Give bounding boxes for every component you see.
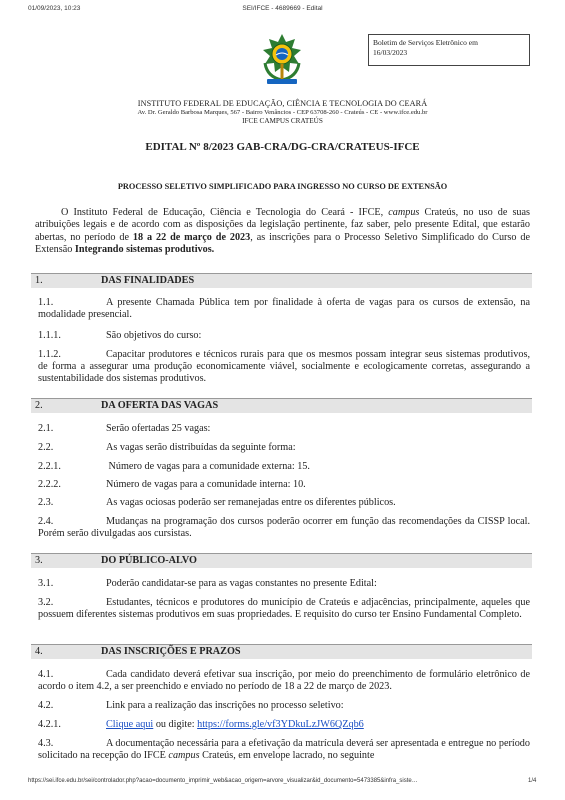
paragraph-4-1: 4.1.Cada candidato deverá efetivar sua i… <box>38 669 530 693</box>
print-url: https://sei.ifce.edu.br/sei/controlador.… <box>28 778 418 784</box>
paragraph-1-1-1: 1.1.1. São objetivos do curso: <box>38 330 530 342</box>
paragraph-2-4: 2.4.Mudanças na programação dos cursos p… <box>38 516 530 540</box>
paragraph-number: 4.2.1. <box>38 719 61 730</box>
paragraph-text: Serão ofertadas 25 vagas: <box>106 423 211 434</box>
paragraph-text: Capacitar produtores e técnicos rurais p… <box>38 349 530 384</box>
paragraph-4-2: 4.2. Link para a realização das inscriçõe… <box>38 700 530 712</box>
form-url-link[interactable]: https://forms.gle/vf3YDkuLzJW6QZqb6 <box>197 719 364 730</box>
paragraph-2-1: 2.1. Serão ofertadas 25 vagas: <box>38 423 530 435</box>
paragraph-number: 1.1.2. <box>38 349 61 360</box>
document-subtitle: PROCESSO SELETIVO SIMPLIFICADO PARA INGR… <box>117 182 448 191</box>
bulletin-line-1: Boletim de Serviços Eletrônico em <box>373 38 478 47</box>
paragraph-number: 2.1. <box>38 423 54 434</box>
intro-text-1: O Instituto Federal de Educação, Ciência… <box>61 207 389 218</box>
section-number: 2. <box>35 400 43 411</box>
document-title: EDITAL Nº 8/2023 GAB-CRA/DG-CRA/CRATEUS-… <box>145 141 420 153</box>
intro-dates: 18 a 22 de março de 2023 <box>132 231 251 243</box>
intro-text-3: , as inscrições para o Processo Seletivo… <box>35 231 530 256</box>
paragraph-text: As vagas ociosas poderão ser remanejadas… <box>106 497 396 508</box>
section-number: 4. <box>35 646 43 657</box>
section-title: DAS INSCRIÇÕES E PRAZOS <box>101 646 241 657</box>
paragraph-text: Número de vagas para a comunidade intern… <box>106 479 306 490</box>
paragraph-number: 2.2. <box>38 442 54 453</box>
paragraph-number: 4.2. <box>38 700 54 711</box>
print-doc-ref: SEI/IFCE - 4689669 - Edital <box>242 5 323 12</box>
paragraph-number: 1.1. <box>38 297 54 308</box>
paragraph-text: Mudanças na programação dos cursos poder… <box>38 516 530 539</box>
paragraph-1-1: 1.1.A presente Chamada Pública tem por f… <box>38 297 530 321</box>
paragraph-3-2: 3.2.Estudantes, técnicos e produtores do… <box>38 597 530 621</box>
click-here-link[interactable]: Clique aqui <box>106 719 154 730</box>
institution-address: Av. Dr. Geraldo Barbosa Marques, 567 - B… <box>137 109 428 116</box>
intro-text-2: Crateús, no uso de suas atribuições lega… <box>35 207 531 243</box>
section-title: DA OFERTA DAS VAGAS <box>101 400 219 411</box>
paragraph-text: Cada candidato deverá efetivar sua inscr… <box>38 669 530 692</box>
section-title: DO PÚBLICO-ALVO <box>101 555 197 566</box>
print-datetime: 01/09/2023, 10:23 <box>28 5 81 12</box>
paragraph-text-2: Crateús, em envelope lacrado, no seguint… <box>199 750 375 761</box>
paragraph-number: 2.4. <box>38 516 54 527</box>
institution-campus: IFCE CAMPUS CRATEÚS <box>242 117 323 125</box>
section-number: 1. <box>35 275 43 286</box>
page-number: 1/4 <box>528 778 537 784</box>
bulletin-date: 16/03/2023 <box>373 48 408 57</box>
paragraph-text: A documentação necessária para a efetiva… <box>38 738 530 761</box>
paragraph-2-2-2: 2.2.2. Número de vagas para a comunidade … <box>38 479 530 491</box>
paragraph-4-3: 4.3.A documentação necessária para a efe… <box>38 738 530 762</box>
paragraph-text: A presente Chamada Pública tem por final… <box>38 297 530 320</box>
paragraph-number: 4.1. <box>38 669 54 680</box>
paragraph-number: 4.3. <box>38 738 54 749</box>
intro-paragraph: O Instituto Federal de Educação, Ciência… <box>35 207 530 257</box>
paragraph-campus: campus <box>168 750 200 761</box>
paragraph-text: Número de vagas para a comunidade extern… <box>106 461 310 472</box>
institution-block: INSTITUTO FEDERAL DE EDUCAÇÃO, CIÊNCIA E… <box>0 99 565 125</box>
section-number: 3. <box>35 555 43 566</box>
paragraph-3-1: 3.1. Poderão candidatar-se para as vagas … <box>38 578 530 590</box>
paragraph-2-2: 2.2. As vagas serão distribuídas da segui… <box>38 442 530 454</box>
paragraph-number: 2.2.2. <box>38 479 61 490</box>
section-header-publico: 3. DO PÚBLICO-ALVO <box>31 553 532 568</box>
section-header-oferta: 2. DA OFERTA DAS VAGAS <box>31 398 532 413</box>
paragraph-2-3: 2.3. As vagas ociosas poderão ser remanej… <box>38 497 530 509</box>
paragraph-number: 1.1.1. <box>38 330 61 341</box>
paragraph-text: Estudantes, técnicos e produtores do mun… <box>38 597 530 620</box>
bulletin-box: Boletim de Serviços Eletrônico em 16/03/… <box>368 34 530 66</box>
paragraph-text: ou digite: <box>153 719 198 730</box>
paragraph-text: São objetivos do curso: <box>106 330 202 341</box>
paragraph-1-1-2: 1.1.2.Capacitar produtores e técnicos ru… <box>38 349 530 385</box>
paragraph-number: 2.2.1. <box>38 461 61 472</box>
institution-name: INSTITUTO FEDERAL DE EDUCAÇÃO, CIÊNCIA E… <box>137 99 428 108</box>
paragraph-4-2-1: 4.2.1. Clique aqui ou digite: https://for… <box>38 719 530 731</box>
brazil-coat-of-arms-icon <box>263 34 301 84</box>
paragraph-2-2-1: 2.2.1. Número de vagas para a comunidade… <box>38 461 530 473</box>
paragraph-text: As vagas serão distribuídas da seguinte … <box>106 442 296 453</box>
paragraph-number: 3.2. <box>38 597 54 608</box>
paragraph-text: Poderão candidatar-se para as vagas cons… <box>106 578 377 589</box>
section-title: DAS FINALIDADES <box>101 275 195 286</box>
paragraph-text: Link para a realização das inscrições no… <box>106 700 344 711</box>
section-header-inscricoes: 4. DAS INSCRIÇÕES E PRAZOS <box>31 644 532 659</box>
section-header-finalidades: 1. DAS FINALIDADES <box>31 273 532 288</box>
paragraph-number: 3.1. <box>38 578 54 589</box>
paragraph-number: 2.3. <box>38 497 54 508</box>
intro-course: Integrando sistemas produtivos. <box>74 244 215 256</box>
intro-campus: campus <box>388 207 420 218</box>
